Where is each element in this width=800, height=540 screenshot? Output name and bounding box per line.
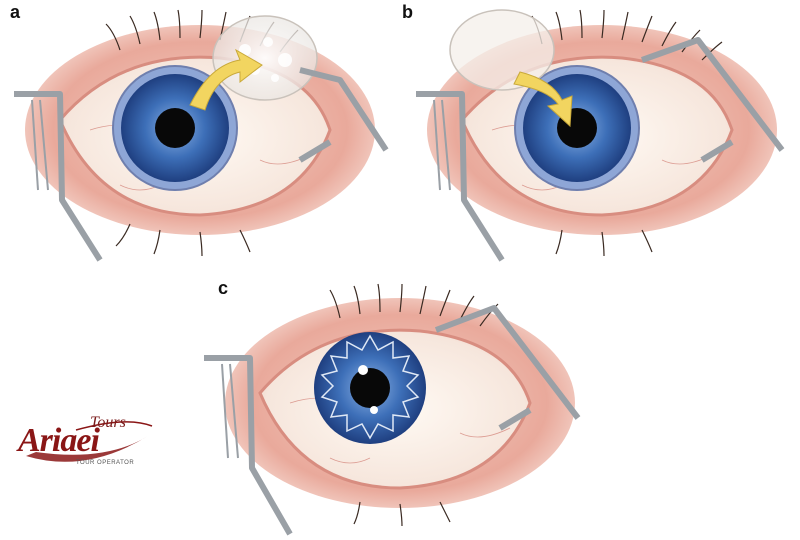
logo-swoosh-icon [26, 421, 153, 462]
speculum-left [416, 91, 505, 262]
pupil [350, 368, 390, 408]
eye-panel-b [416, 9, 785, 262]
panel-label-a: a [10, 2, 21, 22]
eye-panel-c [204, 283, 581, 536]
eye-panel-a [14, 9, 389, 262]
logo-main-text: Ariaei [18, 422, 100, 459]
graft-suture-ring [320, 334, 420, 440]
highlight [370, 406, 378, 414]
logo-tours-text: Tours [90, 414, 126, 431]
arrow-icon [189, 48, 263, 111]
ariaei-tours-logo: Tours Ariaei TOUR OPERATOR [16, 412, 156, 472]
pupil [155, 108, 195, 148]
logo-sub-text: TOUR OPERATOR [76, 460, 135, 466]
eyelashes [531, 9, 723, 257]
speculum-right [298, 67, 389, 163]
donor-cornea-disc [212, 15, 318, 101]
speculum-left [204, 355, 293, 536]
arrow-icon [513, 71, 573, 128]
speculum-right [640, 37, 785, 163]
disc-texture [239, 37, 292, 82]
highlight [358, 365, 368, 375]
panel-label-c: c [218, 278, 229, 298]
donor-cornea-disc [449, 9, 555, 91]
speculum-right [434, 305, 581, 431]
speculum-left [14, 91, 103, 262]
panel-label-b: b [402, 2, 413, 22]
